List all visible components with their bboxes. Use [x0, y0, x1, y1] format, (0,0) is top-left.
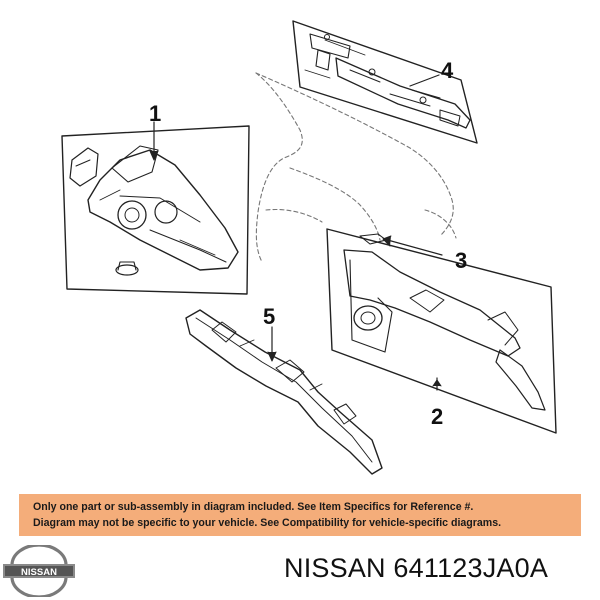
- part-4-panel: [292, 20, 478, 144]
- disclaimer-line-1: Only one part or sub-assembly in diagram…: [33, 501, 474, 513]
- callout-1: 1: [149, 101, 161, 126]
- part-5-member: [185, 309, 383, 475]
- fender-outline: [255, 72, 457, 263]
- logo-wordmark: NISSAN: [21, 567, 57, 578]
- callout-4: 4: [441, 58, 454, 83]
- part-1-apron: [61, 121, 250, 295]
- part-number-caption: NISSAN 641123JA0A: [284, 553, 549, 583]
- callout-5: 5: [263, 304, 275, 329]
- callout-4-leader: [409, 74, 440, 87]
- part-2-housing: [326, 228, 557, 434]
- callout-3: 3: [455, 248, 467, 273]
- disclaimer-banner: Only one part or sub-assembly in diagram…: [19, 494, 581, 536]
- disclaimer-line-2: Diagram may not be specific to your vehi…: [33, 517, 502, 529]
- nissan-logo: NISSAN: [3, 545, 75, 597]
- callout-2: 2: [431, 404, 443, 429]
